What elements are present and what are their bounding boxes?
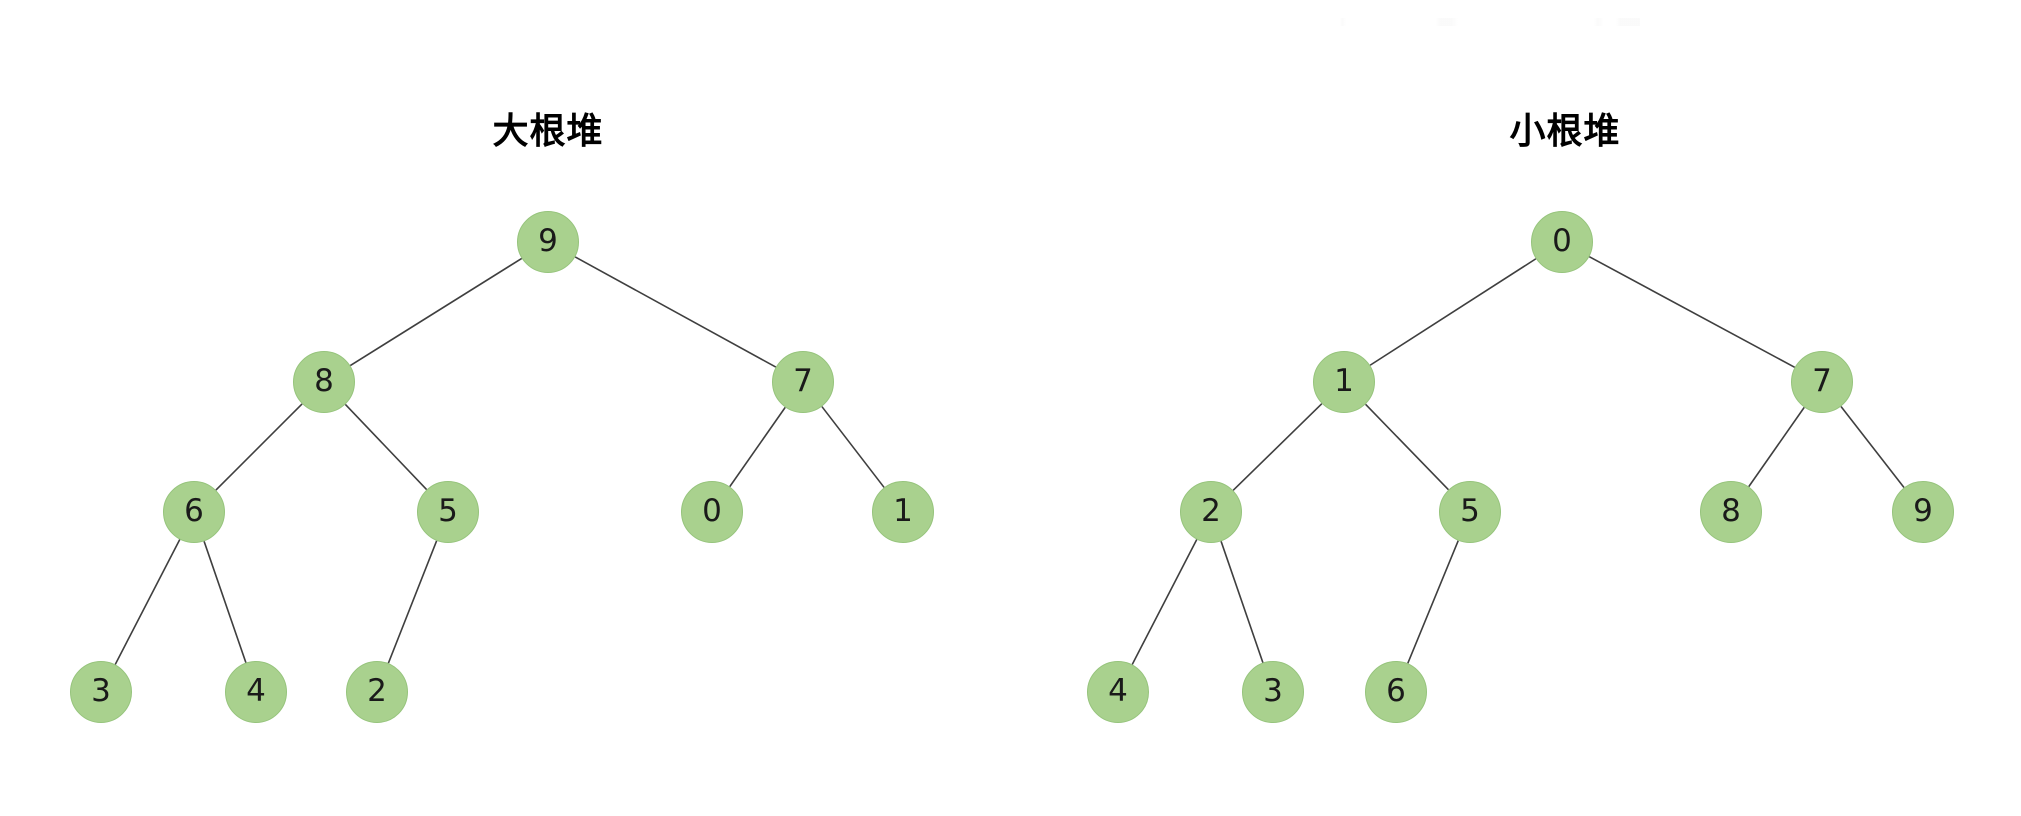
- tree-node[interactable]: 8: [293, 351, 355, 413]
- tree-edge: [114, 539, 181, 665]
- tree-edge: [821, 406, 885, 488]
- tree-edge: [344, 403, 428, 491]
- tree-node-label: 7: [793, 362, 813, 399]
- tree-edge: [387, 540, 438, 664]
- tree-node[interactable]: 2: [1180, 481, 1242, 543]
- tree-node-label: 6: [184, 492, 204, 529]
- tree-node-label: 0: [1552, 222, 1572, 259]
- tree-edge: [1365, 403, 1449, 491]
- tree-node[interactable]: 4: [225, 661, 287, 723]
- tree-node[interactable]: 3: [70, 661, 132, 723]
- tree-node-label: 0: [702, 492, 722, 529]
- tree-node[interactable]: 6: [1365, 661, 1427, 723]
- tree-node[interactable]: 7: [772, 351, 834, 413]
- tree-node-label: 4: [1108, 672, 1128, 709]
- tree-edge: [215, 403, 303, 491]
- tree-node[interactable]: 1: [1313, 351, 1375, 413]
- tree-node-label: 2: [1201, 492, 1221, 529]
- tree-node-label: 8: [1721, 492, 1741, 529]
- tree-node[interactable]: 0: [1531, 211, 1593, 273]
- tree-node[interactable]: 0: [681, 481, 743, 543]
- tree-edge: [1840, 405, 1905, 489]
- tree-node-label: 1: [893, 492, 913, 529]
- tree-node[interactable]: 9: [517, 211, 579, 273]
- tree-title-min-heap: 小根堆: [1509, 111, 1621, 152]
- tree-node[interactable]: 6: [163, 481, 225, 543]
- tree-node[interactable]: 2: [346, 661, 408, 723]
- tree-edge: [1131, 539, 1198, 665]
- tree-edge: [1407, 540, 1459, 664]
- tree-node[interactable]: 4: [1087, 661, 1149, 723]
- tree-node-label: 3: [91, 672, 111, 709]
- tree-node[interactable]: 5: [1439, 481, 1501, 543]
- tree-edge: [1220, 541, 1264, 663]
- tree-node[interactable]: 5: [417, 481, 479, 543]
- tree-node-label: 1: [1334, 362, 1354, 399]
- tree-edge: [1369, 258, 1537, 366]
- tree-node-label: 4: [246, 672, 266, 709]
- tree-node-label: 3: [1263, 672, 1283, 709]
- tree-node-label: 2: [367, 672, 387, 709]
- faint-artifact-marks: [1340, 18, 1640, 26]
- tree-node-label: 5: [438, 492, 458, 529]
- tree-edge: [729, 406, 786, 488]
- tree-node[interactable]: 9: [1892, 481, 1954, 543]
- tree-node-label: 9: [1913, 492, 1933, 529]
- tree-node-label: 9: [538, 222, 558, 259]
- tree-node[interactable]: 7: [1791, 351, 1853, 413]
- tree-edge: [574, 256, 777, 368]
- tree-node-label: 6: [1386, 672, 1406, 709]
- tree-node[interactable]: 1: [872, 481, 934, 543]
- tree-edge: [203, 541, 247, 663]
- tree-node-label: 8: [314, 362, 334, 399]
- tree-node-label: 7: [1812, 362, 1832, 399]
- tree-edge: [1748, 406, 1805, 488]
- tree-edge: [349, 257, 523, 367]
- tree-node-label: 5: [1460, 492, 1480, 529]
- tree-node[interactable]: 3: [1242, 661, 1304, 723]
- tree-edge: [1588, 255, 1796, 369]
- tree-edge: [1232, 403, 1323, 491]
- tree-node[interactable]: 8: [1700, 481, 1762, 543]
- tree-title-max-heap: 大根堆: [492, 111, 604, 152]
